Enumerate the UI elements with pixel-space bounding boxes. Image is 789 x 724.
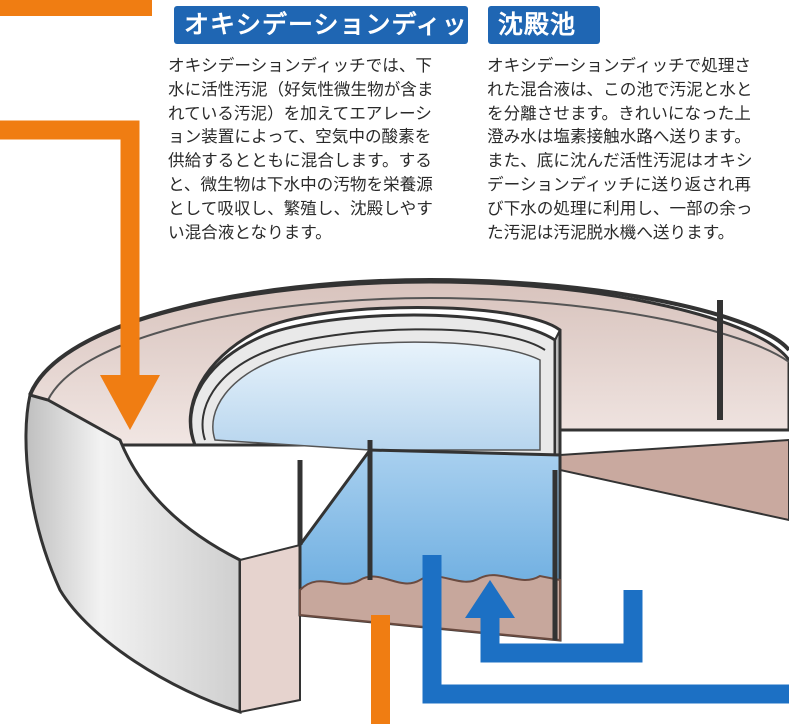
effluent-flow-line — [371, 615, 390, 724]
return-sludge-flow-arrow — [465, 580, 643, 663]
outer-wall — [24, 393, 242, 715]
orange-feed-bar-top — [0, 0, 152, 16]
sedimentation-water-surface — [212, 341, 541, 451]
channel-cut-face — [239, 543, 301, 714]
oxidation-ditch-description: オキシデーションディッチでは、下 水に活性汚泥（好気性微生物が含ま れている汚泥… — [168, 56, 434, 242]
sedimentation-tank-description: オキシデーションディッチで処理さ れた混合液は、この池で汚泥と水と を分離させま… — [487, 56, 753, 242]
right-tank-cut-face — [559, 438, 789, 522]
oxidation-ditch-heading: オキシデーションディッチ — [174, 6, 493, 44]
excess-sludge-flow-line — [422, 555, 789, 704]
influent-flow-arrow — [0, 120, 160, 430]
sedimentation-tank-heading: 沈殿池 — [488, 6, 600, 44]
